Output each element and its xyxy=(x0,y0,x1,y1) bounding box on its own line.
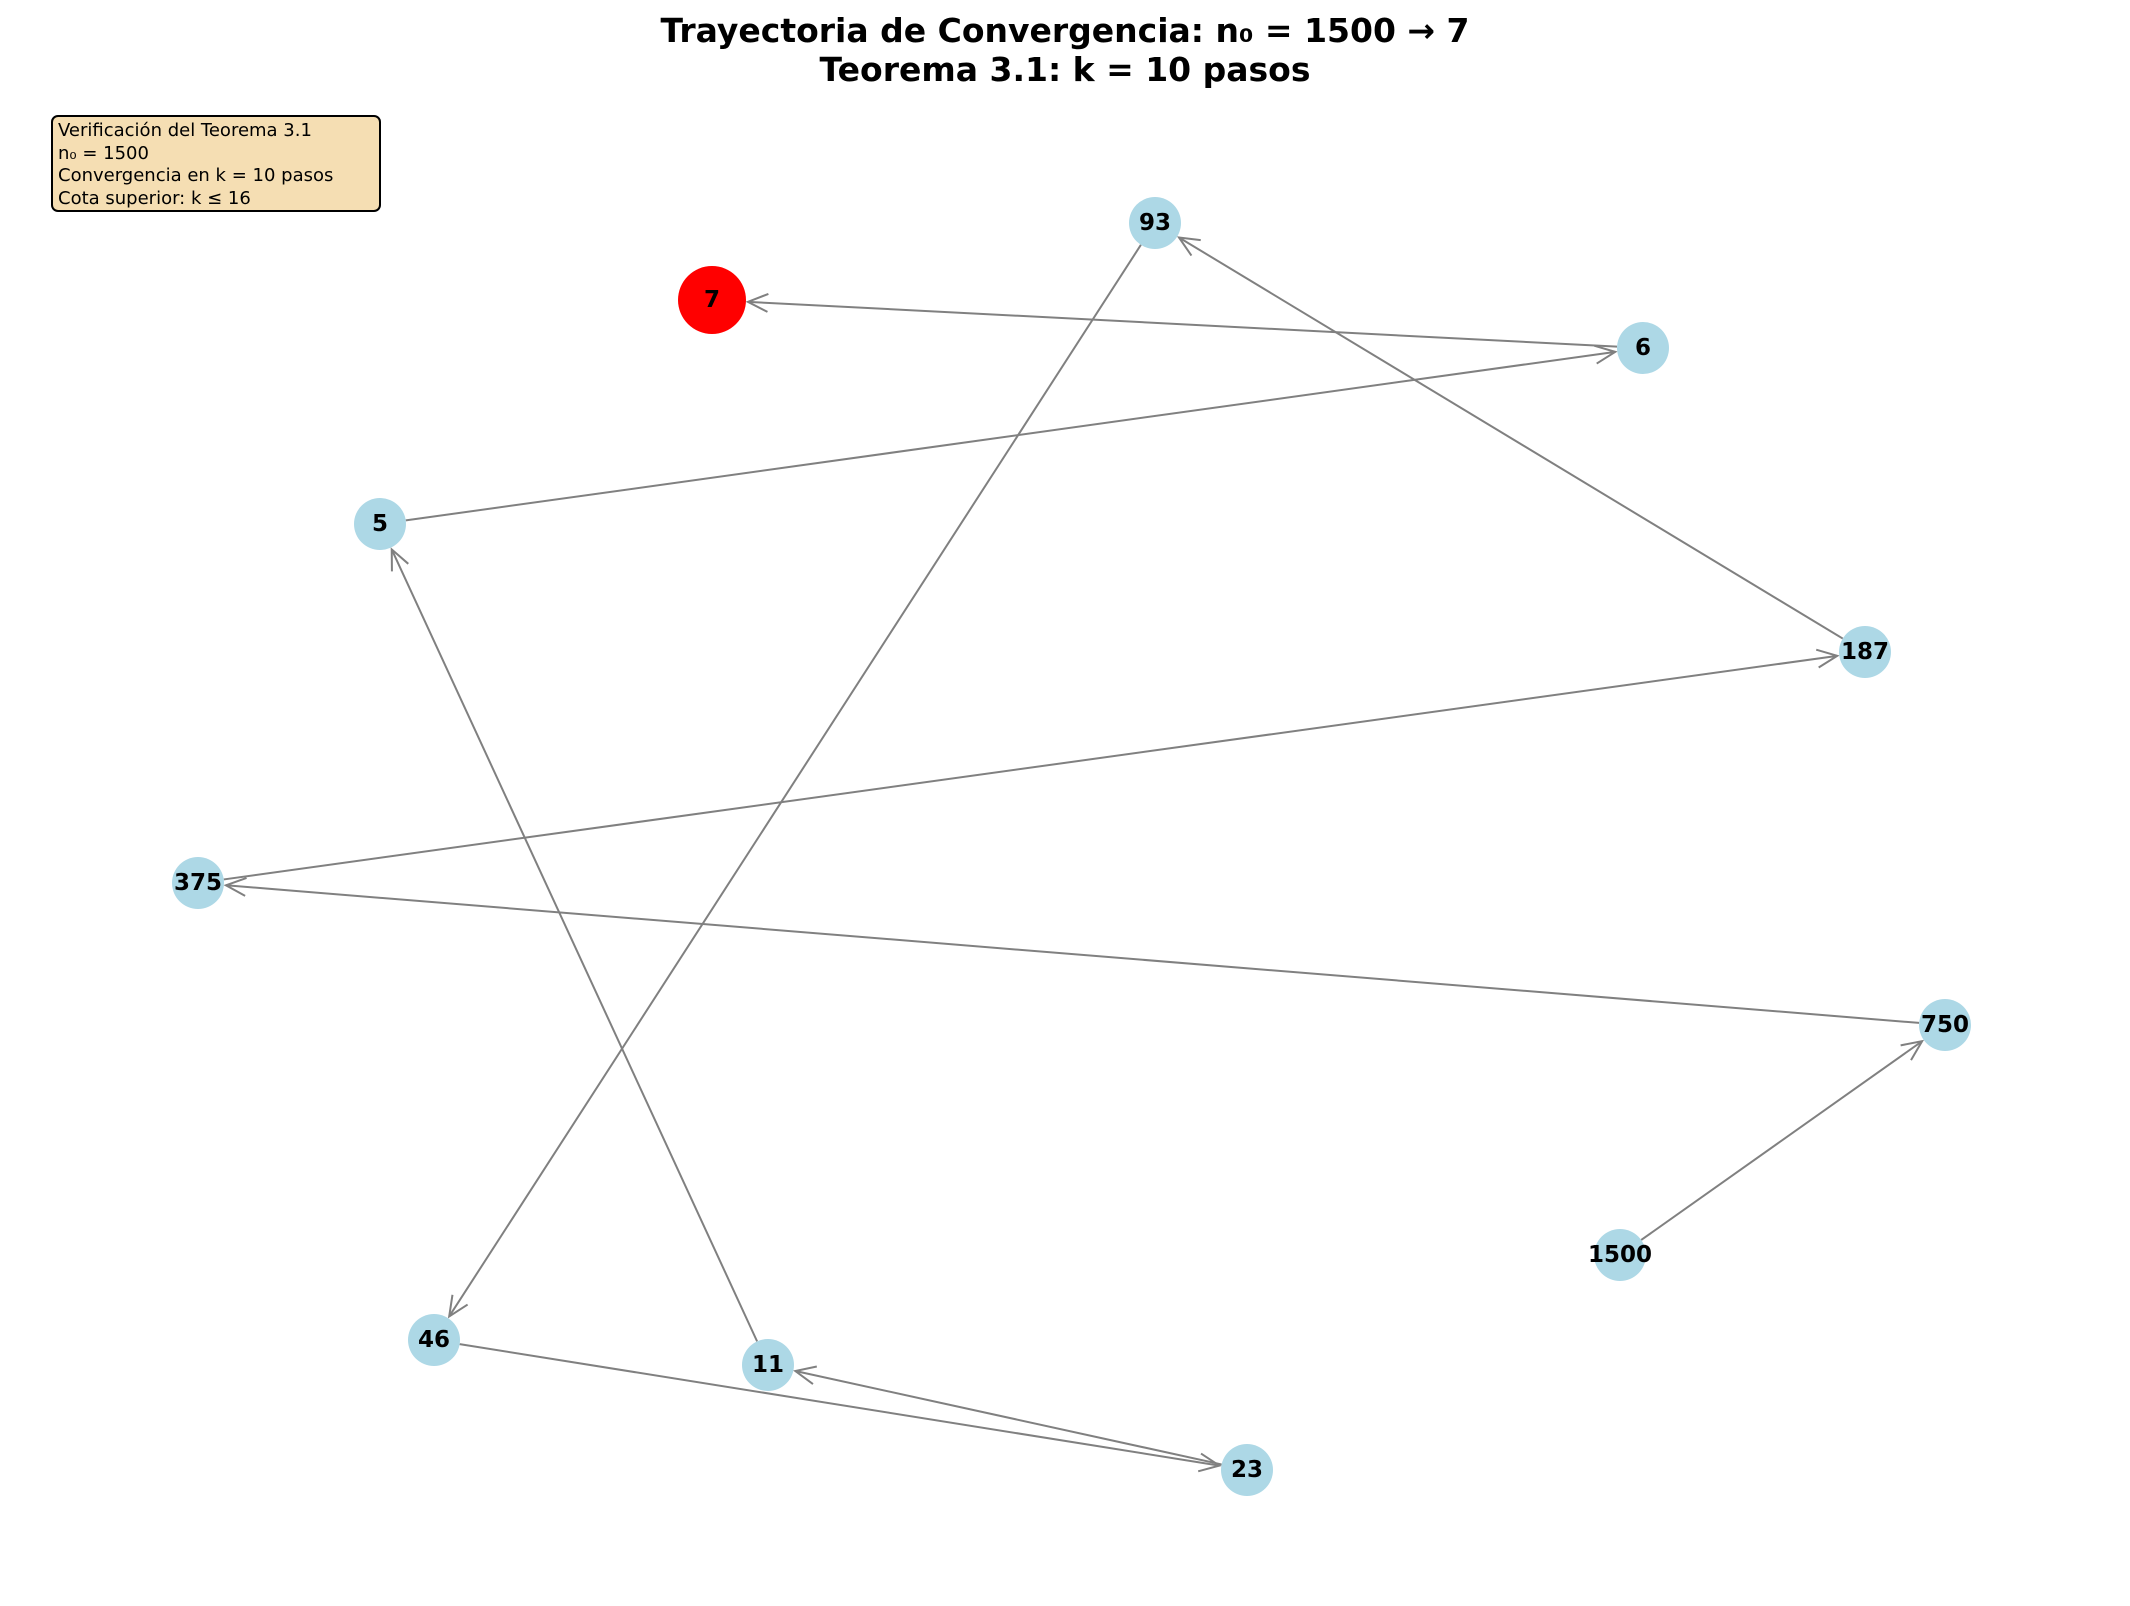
edge-line xyxy=(1178,236,1844,640)
node-label: 11 xyxy=(752,1352,784,1378)
arrowhead-icon xyxy=(1815,648,1840,669)
edge-6-to-7 xyxy=(745,292,1618,348)
edge-line xyxy=(448,244,1142,1318)
node-label: 187 xyxy=(1841,639,1889,665)
info-line-3: Convergencia en k = 10 pasos xyxy=(58,165,334,186)
arrowhead-icon xyxy=(745,292,769,313)
node-circle xyxy=(742,1339,794,1391)
node-label: 93 xyxy=(1139,210,1171,236)
edge-line xyxy=(390,549,759,1342)
node-circle xyxy=(1617,322,1669,374)
node-46: 46 xyxy=(408,1314,460,1366)
arrowhead-icon xyxy=(1176,236,1201,257)
arrowhead-icon xyxy=(447,1294,469,1319)
node-7: 7 xyxy=(678,266,746,334)
node-label: 1500 xyxy=(1588,1242,1652,1268)
title-line-1: Trayectoria de Convergencia: n₀ = 1500 →… xyxy=(660,11,1469,50)
node-label: 750 xyxy=(1921,1012,1969,1038)
node-11: 11 xyxy=(742,1339,794,1391)
node-label: 6 xyxy=(1635,335,1651,361)
node-circle xyxy=(172,857,224,909)
node-label: 46 xyxy=(418,1327,450,1353)
node-23: 23 xyxy=(1221,1444,1273,1496)
node-circle xyxy=(1919,999,1971,1051)
node-label: 7 xyxy=(704,287,720,313)
edge-line xyxy=(795,1370,1222,1466)
info-line-2: n₀ = 1500 xyxy=(58,142,149,164)
edges-layer xyxy=(223,236,1925,1473)
node-circle xyxy=(1129,197,1181,249)
edge-375-to-187 xyxy=(223,648,1840,881)
node-187: 187 xyxy=(1839,626,1891,678)
node-375: 375 xyxy=(172,857,224,909)
node-circle xyxy=(1839,626,1891,678)
arrowhead-icon xyxy=(792,1365,818,1385)
node-circle xyxy=(1594,1229,1646,1281)
node-label: 23 xyxy=(1231,1457,1263,1483)
edge-line xyxy=(223,654,1838,881)
edge-line xyxy=(225,884,1920,1024)
info-line-1: Verificación del Teorema 3.1 xyxy=(58,120,312,141)
node-circle xyxy=(408,1314,460,1366)
node-5: 5 xyxy=(354,498,406,550)
edge-1500-to-750 xyxy=(1640,1039,1925,1241)
arrowhead-icon xyxy=(223,876,247,897)
edge-line xyxy=(1640,1040,1923,1241)
edge-line xyxy=(459,1343,1220,1467)
node-750: 750 xyxy=(1919,999,1971,1051)
node-circle xyxy=(1221,1444,1273,1496)
node-label: 5 xyxy=(372,511,388,537)
edge-187-to-93 xyxy=(1176,236,1844,640)
arrowhead-icon xyxy=(1593,344,1618,365)
node-93: 93 xyxy=(1129,197,1181,249)
node-circle xyxy=(354,498,406,550)
info-line-4: Cota superior: k ≤ 16 xyxy=(58,187,251,209)
theorem-info-box: Verificación del Teorema 3.1 n₀ = 1500 C… xyxy=(51,115,381,212)
final-node-circle xyxy=(678,266,746,334)
node-6: 6 xyxy=(1617,322,1669,374)
edge-750-to-375 xyxy=(223,876,1920,1024)
arrowhead-icon xyxy=(1197,1452,1222,1473)
arrowhead-icon xyxy=(1900,1039,1925,1061)
title-line-2: Teorema 3.1: k = 10 pasos xyxy=(820,50,1311,89)
edge-23-to-11 xyxy=(792,1365,1222,1466)
edge-line xyxy=(405,350,1616,522)
edge-line xyxy=(747,300,1618,348)
nodes-layer: 1500 750 375 187 93 46 23 11 5 6 7 xyxy=(172,197,1971,1496)
node-1500: 1500 xyxy=(1588,1229,1652,1281)
edge-11-to-5 xyxy=(390,547,759,1342)
node-label: 375 xyxy=(174,870,222,896)
edge-5-to-6 xyxy=(405,344,1618,522)
edge-46-to-23 xyxy=(459,1343,1222,1473)
edge-93-to-46 xyxy=(447,244,1142,1319)
arrowhead-icon xyxy=(390,547,409,572)
